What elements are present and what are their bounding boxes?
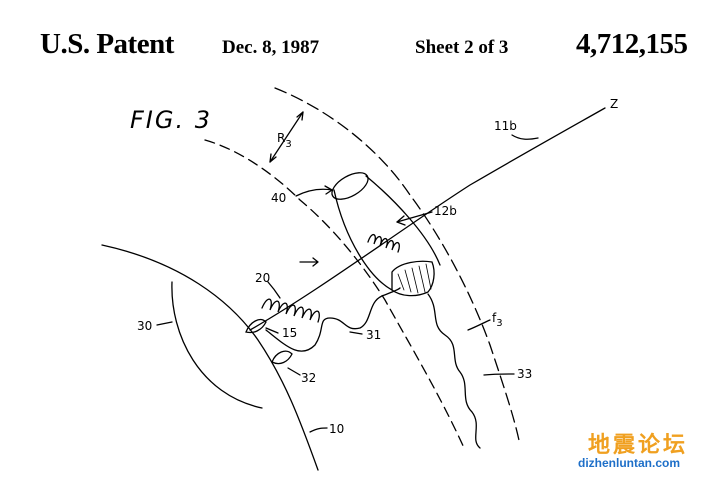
leader-11b xyxy=(511,134,539,140)
leader-12b xyxy=(396,211,433,223)
patent-number: 4,712,155 xyxy=(576,28,688,60)
leader-40-arrow xyxy=(324,185,333,195)
coil-12b xyxy=(367,234,400,253)
leader-12b-arrow xyxy=(396,215,406,226)
leader-40 xyxy=(295,188,333,197)
patent-date: Dec. 8, 1987 xyxy=(222,37,320,58)
watermark-url: dizhenluntan.com xyxy=(578,456,680,470)
r3-arrow-top xyxy=(296,111,304,121)
leader-33 xyxy=(483,373,515,376)
label-r3: R3 xyxy=(277,131,292,150)
r3-arrow-bottom xyxy=(269,153,277,163)
leader-10 xyxy=(309,427,328,433)
watermark-chinese: 地震论坛 xyxy=(588,432,688,458)
sensor-hatch xyxy=(397,263,432,294)
label-11b: 11b xyxy=(494,119,517,133)
label-f3: f3 xyxy=(492,311,503,329)
earth-surface-line xyxy=(101,244,319,471)
figure-title: FIG. 3 xyxy=(130,106,212,134)
leader-31 xyxy=(349,331,363,335)
label-32: 32 xyxy=(301,371,316,385)
signal-path-31 xyxy=(265,287,401,352)
emitter-32 xyxy=(271,350,293,365)
leader-15 xyxy=(265,327,279,334)
orbit-inner-dashed xyxy=(204,139,466,451)
label-30: 30 xyxy=(137,319,152,333)
patent-label: U.S. Patent xyxy=(40,28,174,60)
sheet-number: Sheet 2 of 3 xyxy=(415,37,509,58)
arrow-20 xyxy=(299,257,319,267)
label-12b: 12b xyxy=(434,204,457,218)
leader-32 xyxy=(287,367,301,376)
spacecraft-end-cap xyxy=(331,172,369,200)
spacecraft-body xyxy=(333,175,441,291)
sensor-package xyxy=(391,260,435,297)
label-15: 15 xyxy=(282,326,297,340)
region-30-outline xyxy=(171,281,263,409)
signal-path-33 xyxy=(427,293,481,449)
r3-dimension-line xyxy=(269,111,304,163)
orbit-outer-dashed xyxy=(274,87,521,446)
leader-20 xyxy=(267,281,281,299)
label-z: Z xyxy=(610,97,618,111)
coil-20 xyxy=(261,298,320,323)
label-20: 20 xyxy=(255,271,270,285)
leader-30 xyxy=(156,321,173,326)
label-10: 10 xyxy=(329,422,344,436)
label-40: 40 xyxy=(271,191,286,205)
emitter-15 xyxy=(245,318,267,334)
label-31: 31 xyxy=(366,328,381,342)
label-33: 33 xyxy=(517,367,532,381)
leader-f3 xyxy=(467,319,491,331)
line-of-sight-z xyxy=(249,107,606,331)
